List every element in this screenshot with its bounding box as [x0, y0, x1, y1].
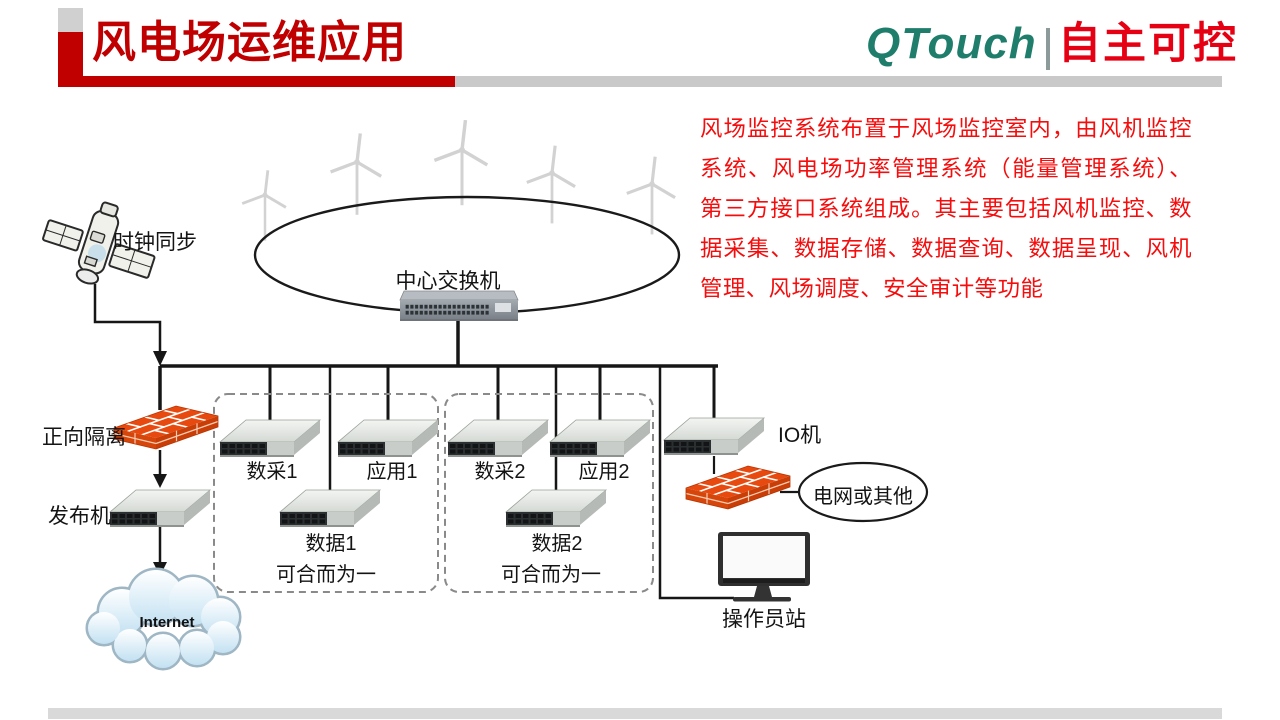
- merge-group-1-box: [213, 393, 439, 593]
- operator-station-label: 操作员站: [722, 608, 806, 631]
- io-server-icon: [663, 417, 765, 456]
- internet-label: Internet: [139, 614, 195, 631]
- data2-label: 数据2: [531, 533, 583, 555]
- io-server-label: IO机: [778, 424, 822, 447]
- data1-label: 数据1: [305, 533, 357, 555]
- down-arrow: [153, 351, 167, 366]
- wind-turbine-icons: [240, 118, 677, 243]
- network-lines: [93, 284, 800, 600]
- bus-to-operator-line: [658, 366, 734, 600]
- brand-tagline: 自主可控: [1058, 20, 1238, 68]
- daq2-label: 数采2: [474, 461, 526, 483]
- app2-label: 应用2: [578, 461, 630, 483]
- daq2-server-icon: [447, 419, 549, 458]
- clock-sync-label: 时钟同步: [113, 231, 197, 254]
- app2-server-icon: [549, 419, 651, 458]
- forward-isolation-label: 正向隔离: [42, 426, 126, 449]
- grid-or-other-ellipse: [797, 461, 929, 523]
- forward-isolation-firewall-icon: [113, 405, 219, 450]
- app1-label: 应用1: [366, 461, 418, 483]
- central-switch-icon: [399, 290, 519, 321]
- internet-cloud-icon: [85, 567, 242, 671]
- header-accent-square-red: [58, 32, 83, 76]
- wind-turbine-icon: [240, 168, 288, 243]
- page-title: 风电场运维应用: [92, 18, 407, 67]
- monitor-icon: [718, 532, 810, 602]
- grid-or-other-label: 电网或其他: [813, 486, 913, 508]
- header-underline-red: [58, 76, 455, 87]
- wind-turbine-icon: [625, 155, 677, 236]
- merge1-label: 可合而为一: [276, 564, 376, 586]
- central-switch-label: 中心交换机: [395, 270, 501, 293]
- data2-server-icon: [505, 489, 607, 528]
- wind-turbine-icon: [432, 118, 490, 207]
- daq1-server-icon: [219, 419, 321, 458]
- header-accent-square-gray: [58, 8, 83, 32]
- header-underline-gray: [455, 76, 1222, 87]
- description-text: 风场监控系统布置于风场监控室内，由风机监控系统、风电场功率管理系统（能量管理系统…: [700, 116, 1192, 301]
- daq1-label: 数采1: [246, 461, 298, 483]
- wind-turbine-icon: [525, 144, 577, 225]
- app1-server-icon: [337, 419, 439, 458]
- logo-divider: [1046, 28, 1050, 70]
- merge2-label: 可合而为一: [501, 564, 601, 586]
- outbound-firewall-icon: [685, 465, 791, 510]
- down-arrow: [153, 474, 167, 488]
- satellite-link-line: [93, 284, 162, 352]
- publisher-server-icon: [109, 489, 211, 528]
- merge-group-2-box: [444, 393, 654, 593]
- footer-bar: [48, 708, 1222, 719]
- brand-logo: QTouch: [866, 19, 1037, 68]
- data1-server-icon: [279, 489, 381, 528]
- publisher-label: 发布机: [48, 505, 111, 528]
